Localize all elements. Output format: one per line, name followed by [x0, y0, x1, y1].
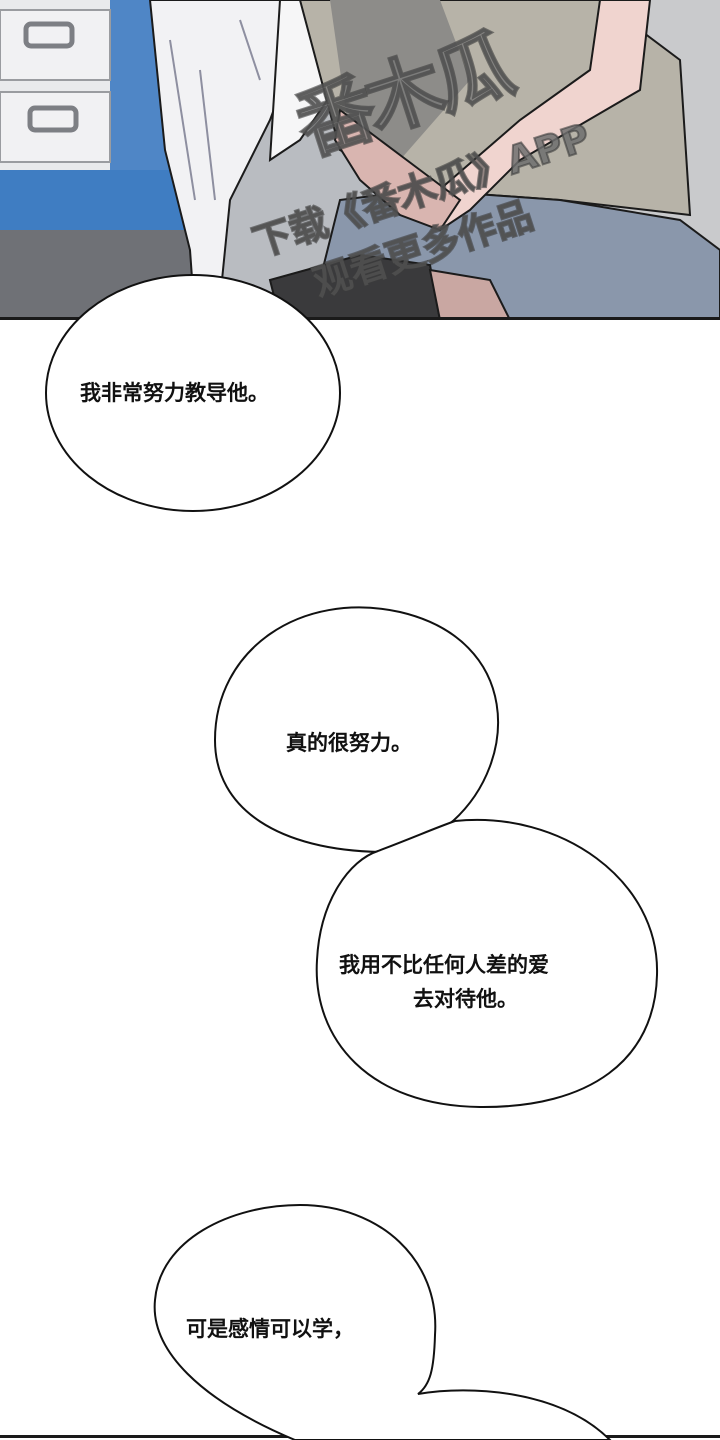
bubble-3-text-line2: 去对待他。 — [413, 987, 518, 1011]
comic-panel-top: 番木瓜 下载《番木瓜》APP 观看更多作品 — [0, 0, 720, 320]
speech-bubble-1 — [45, 274, 341, 512]
panel-illustration — [0, 0, 720, 317]
bubble-2-text: 真的很努力。 — [286, 731, 412, 755]
bubble-1-text: 我非常努力教导他。 — [80, 381, 269, 405]
speech-bubble-4 — [153, 1203, 612, 1440]
speech-bubble-3 — [315, 818, 659, 1109]
bubble-3-text-line1: 我用不比任何人差的爱 — [339, 953, 549, 977]
bubble-4-text: 可是感情可以学， — [186, 1317, 354, 1341]
